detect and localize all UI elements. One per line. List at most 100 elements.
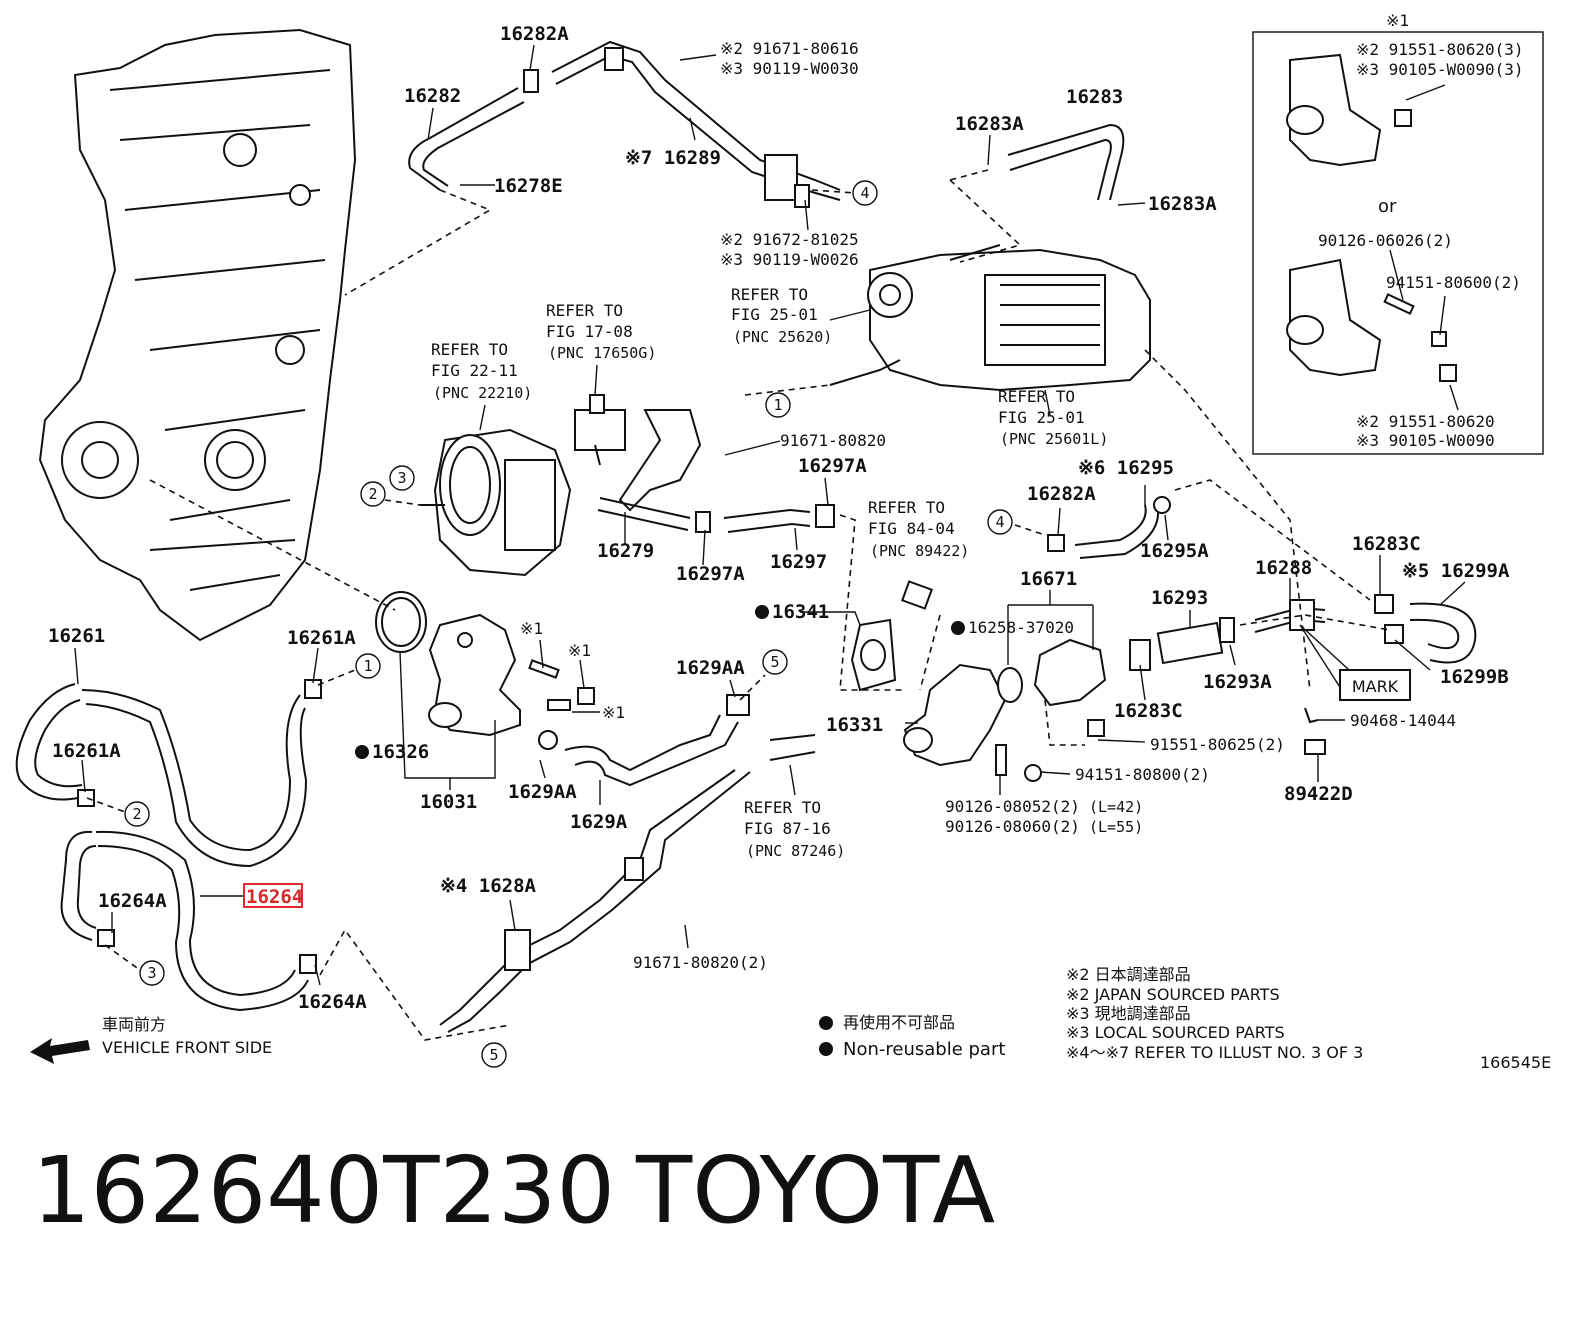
refer-87-16-line2: FIG 87-16	[744, 819, 831, 838]
pipe-16268	[439, 734, 816, 1033]
gasket-16326	[375, 591, 427, 653]
circle-ref-2a: 2	[360, 481, 386, 507]
svg-text:1: 1	[773, 396, 782, 414]
hose-16282	[408, 69, 539, 191]
water-outlet-16331	[903, 663, 1042, 782]
studs-bolts-nuts	[528, 659, 595, 750]
label-16288: 16288	[1255, 557, 1312, 579]
inset-label-91551-80620-3: ※2 91551-80620(3)	[1356, 40, 1524, 59]
highlighted-part-16264[interactable]: 16264	[243, 883, 303, 908]
non-reusable-dots	[355, 605, 965, 1056]
label-90468-14044: 90468-14044	[1350, 711, 1456, 730]
label-16261A-top: 16261A	[287, 627, 356, 649]
label-16293A: 16293A	[1203, 671, 1272, 693]
refer-84-04-line3: (PNC 89422)	[870, 542, 969, 560]
label-16295A: 16295A	[1140, 540, 1209, 562]
refer-25-01a-line3: (PNC 25620)	[733, 328, 832, 346]
label-90126-08052-length: (L=42)	[1089, 798, 1143, 816]
label-16279: 16279	[597, 540, 654, 562]
svg-text:5: 5	[489, 1046, 498, 1064]
label-91671-80820: 91671-80820	[780, 431, 886, 450]
hose-16283	[1007, 123, 1125, 201]
svg-text:3: 3	[397, 469, 406, 487]
label-16264A-left: 16264A	[98, 890, 167, 912]
refer-22-11-line1: REFER TO	[431, 340, 508, 359]
label-16299A: ※5 16299A	[1402, 560, 1510, 582]
footer-part-number: 162640T230	[32, 1137, 615, 1244]
refer-25-01a-line1: REFER TO	[731, 285, 808, 304]
label-16261: 16261	[48, 625, 105, 647]
thermostat-16671	[997, 638, 1107, 737]
pipe-16288	[1254, 599, 1326, 633]
egr-assembly	[829, 244, 1151, 392]
circle-ref-3a: 3	[389, 465, 415, 491]
note-local-en: ※3 LOCAL SOURCED PARTS	[1066, 1023, 1285, 1042]
inset-or: or	[1378, 196, 1397, 217]
svg-text:5: 5	[770, 653, 779, 671]
hose-16295	[1047, 496, 1171, 559]
water-inlet-16031	[428, 613, 521, 737]
label-16331: 16331	[826, 714, 883, 736]
inset-title: ※1	[1386, 11, 1409, 30]
inset-label-90126-06026: 90126-06026(2)	[1318, 231, 1453, 250]
label-16295: ※6 16295	[1078, 457, 1174, 479]
vehicle-front-en: VEHICLE FRONT SIDE	[102, 1038, 272, 1057]
svg-text:2: 2	[368, 485, 377, 503]
refer-87-16-line3: (PNC 87246)	[746, 842, 845, 860]
inset-label-91551-80620: ※2 91551-80620	[1356, 412, 1495, 431]
label-89422D: 89422D	[1284, 783, 1353, 805]
refer-17-08-line1: REFER TO	[546, 301, 623, 320]
refer-22-11-line2: FIG 22-11	[431, 361, 518, 380]
timing-chain-cover	[38, 28, 357, 642]
refer-25-01a-line2: FIG 25-01	[731, 305, 818, 324]
label-16341: 16341	[772, 601, 829, 623]
hose-16297	[723, 504, 835, 533]
label-1629AA-top: 1629AA	[676, 657, 745, 679]
refer-84-04-line2: FIG 84-04	[868, 519, 955, 538]
label-16282A: 16282A	[500, 23, 569, 45]
refer-25-01b-line3: (PNC 25601L)	[1000, 430, 1108, 448]
hose-16299A	[1374, 594, 1477, 664]
label-16293: 16293	[1151, 587, 1208, 609]
label-90119-W0026: ※3 90119-W0026	[720, 250, 859, 269]
label-91672-81025: ※2 91672-81025	[720, 230, 859, 249]
pipe-16279	[597, 497, 711, 533]
refer-22-11-line3: (PNC 22210)	[433, 384, 532, 402]
circle-ref-3b: 3	[139, 960, 165, 986]
sensor-89422	[901, 580, 933, 610]
note-1-stud: ※1	[520, 619, 543, 638]
label-94151-80800: 94151-80800(2)	[1075, 765, 1210, 784]
label-16282A-mid: 16282A	[1027, 483, 1096, 505]
label-16031: 16031	[420, 791, 477, 813]
hose-16261	[15, 679, 322, 868]
refer-17-08-line2: FIG 17-08	[546, 322, 633, 341]
svg-text:2: 2	[132, 805, 141, 823]
throttle-body	[420, 428, 572, 577]
label-90126-08052: 90126-08052(2)	[945, 797, 1080, 816]
label-91551-80625: 91551-80625(2)	[1150, 735, 1285, 754]
svg-text:4: 4	[860, 184, 869, 202]
label-91671-80616: ※2 91671-80616	[720, 39, 859, 58]
hose-16293	[1129, 617, 1235, 671]
label-16297A-bot: 16297A	[676, 563, 745, 585]
label-16258-37020: 16258-37020	[968, 618, 1074, 637]
label-91671-80820-2: 91671-80820(2)	[633, 953, 768, 972]
circle-ref-4b: 4	[987, 509, 1013, 535]
inset-label-90105-W0090: ※3 90105-W0090	[1356, 431, 1495, 450]
vsv-bracket	[574, 394, 702, 512]
label-16282: 16282	[404, 85, 461, 107]
label-16264A-right: 16264A	[298, 991, 367, 1013]
hose-16264	[60, 830, 317, 1012]
note-local-jp: ※3 現地調達部品	[1066, 1004, 1191, 1023]
label-90126-08060: 90126-08060(2)	[945, 817, 1080, 836]
circle-ref-4a: 4	[852, 180, 878, 206]
label-16283C-mid: 16283C	[1114, 700, 1183, 722]
label-16283: 16283	[1066, 86, 1123, 108]
refer-87-16-line1: REFER TO	[744, 798, 821, 817]
legend-en: Non-reusable part	[843, 1039, 1005, 1060]
note-japan-jp: ※2 日本調達部品	[1066, 965, 1191, 984]
clamp-90468	[1304, 707, 1326, 755]
inset-box	[1252, 31, 1544, 455]
note-refer-illust: ※4～※7 REFER TO ILLUST NO. 3 OF 3	[1066, 1043, 1363, 1062]
label-1628A: ※4 1628A	[440, 875, 537, 897]
